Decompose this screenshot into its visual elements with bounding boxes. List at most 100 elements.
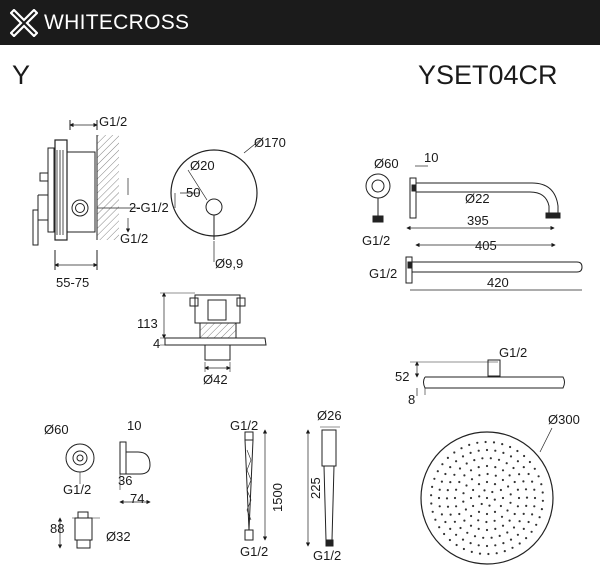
nozzle-dot [501, 478, 504, 482]
nozzle-dot [541, 491, 544, 494]
nozzle-dot [462, 547, 465, 551]
nozzle-dot [485, 496, 489, 500]
nozzle-dot [512, 466, 515, 470]
nozzle-dot [525, 496, 529, 499]
nozzle-dot [478, 552, 482, 555]
nozzle-dot [430, 502, 433, 505]
nozzle-dot [540, 483, 543, 486]
nozzle-dot [531, 513, 534, 516]
nozzle-dot [449, 481, 452, 484]
plate-thickness-label: 4 [153, 336, 160, 351]
whitecross-cross-logo-icon [10, 9, 38, 37]
shower-head-side-view [410, 359, 565, 396]
nozzle-dot [473, 459, 476, 462]
nozzle-dot [500, 515, 504, 518]
brand-name: WHITECROSS [44, 11, 190, 34]
nozzle-dot [436, 470, 439, 473]
nozzle-dot [501, 469, 505, 472]
nozzle-dot [469, 496, 473, 500]
nozzle-dot [513, 512, 516, 516]
nozzle-dot [482, 536, 485, 539]
hand-shower-diameter-label: Ø26 [317, 408, 342, 423]
hose-top-thread-label: G1/2 [230, 418, 258, 433]
nozzle-dot [533, 505, 536, 508]
nozzle-dot [477, 510, 481, 513]
mixer-double-thread-label: 2-G1/2 [129, 200, 169, 215]
model-code: YSET04CR [418, 60, 558, 90]
nozzle-dot [461, 538, 465, 541]
nozzle-dot [494, 466, 497, 469]
faceplate-diameter-label: Ø170 [254, 135, 286, 150]
nozzle-dot [480, 502, 483, 506]
nozzle-dot [472, 488, 475, 492]
nozzle-dot [533, 467, 536, 470]
nozzle-dot [498, 534, 501, 538]
outlet-depth-label: 10 [127, 418, 141, 433]
mixer-depth-label: 55-75 [56, 275, 89, 290]
nozzle-dot [455, 460, 458, 463]
nozzle-dot [446, 456, 449, 459]
nozzle-dot [455, 533, 458, 536]
nozzle-dot [463, 519, 466, 522]
nozzle-dot [535, 523, 538, 526]
nozzle-dot [444, 472, 447, 476]
shower-hose [244, 429, 268, 541]
nozzle-dot [506, 509, 509, 512]
offset-label: 50 [186, 185, 200, 200]
nozzle-dot [531, 480, 534, 483]
nozzle-dot [449, 513, 452, 516]
nozzle-dot [485, 464, 489, 468]
nozzle-dot [477, 483, 481, 486]
nozzle-dot [501, 496, 505, 500]
nozzle-dot [497, 458, 501, 461]
nozzle-dot [470, 550, 473, 554]
holder-diameter-label: Ø32 [106, 529, 131, 544]
nozzle-dot [513, 480, 516, 484]
nozzle-dot [493, 510, 497, 513]
nozzle-dot [522, 480, 525, 483]
nozzle-dot [528, 460, 532, 464]
nozzle-dot [501, 524, 505, 527]
nozzle-dot [483, 489, 486, 492]
nozzle-dot [449, 527, 452, 531]
nozzle-dot [501, 443, 504, 446]
nozzle-dot [516, 488, 520, 491]
nozzle-dot [518, 520, 521, 523]
nozzle-dot [493, 498, 496, 501]
nozzle-dot [478, 474, 481, 477]
curved-shower-arm [365, 165, 561, 248]
nozzle-dot [431, 485, 434, 488]
nozzle-dot [433, 477, 436, 480]
nozzle-dot [469, 542, 472, 545]
nozzle-dot [522, 512, 525, 516]
arm-flange-depth-label: 10 [424, 150, 438, 165]
nozzle-dot [503, 550, 506, 553]
nozzle-dot [464, 508, 467, 511]
nozzle-dot [485, 512, 489, 516]
nozzle-dot [463, 474, 466, 477]
nozzle-dot [446, 489, 449, 492]
nozzle-dot [478, 495, 481, 498]
nozzle-dot [508, 519, 511, 522]
brand-header-bar: WHITECROSS [0, 0, 600, 45]
nozzle-dot [524, 488, 528, 491]
nozzle-dot [509, 493, 512, 496]
nozzle-dot [490, 536, 493, 539]
arm-thread-label: G1/2 [362, 233, 390, 248]
nozzle-dot [441, 463, 444, 466]
nozzle-dot [502, 451, 505, 454]
nozzle-dot [485, 520, 488, 524]
nozzle-dot [540, 508, 544, 511]
nozzle-dot [537, 475, 540, 478]
nozzle-dot [440, 513, 443, 516]
nozzle-dot [516, 505, 520, 508]
nozzle-dot [465, 484, 468, 487]
nozzle-dot [461, 455, 465, 458]
nozzle-dot [455, 488, 458, 491]
handle-diameter-label: Ø20 [190, 158, 215, 173]
nozzle-dot [477, 527, 480, 531]
nozzle-dot [491, 490, 494, 494]
nozzle-dot [448, 538, 451, 542]
nozzle-dot [494, 544, 497, 547]
